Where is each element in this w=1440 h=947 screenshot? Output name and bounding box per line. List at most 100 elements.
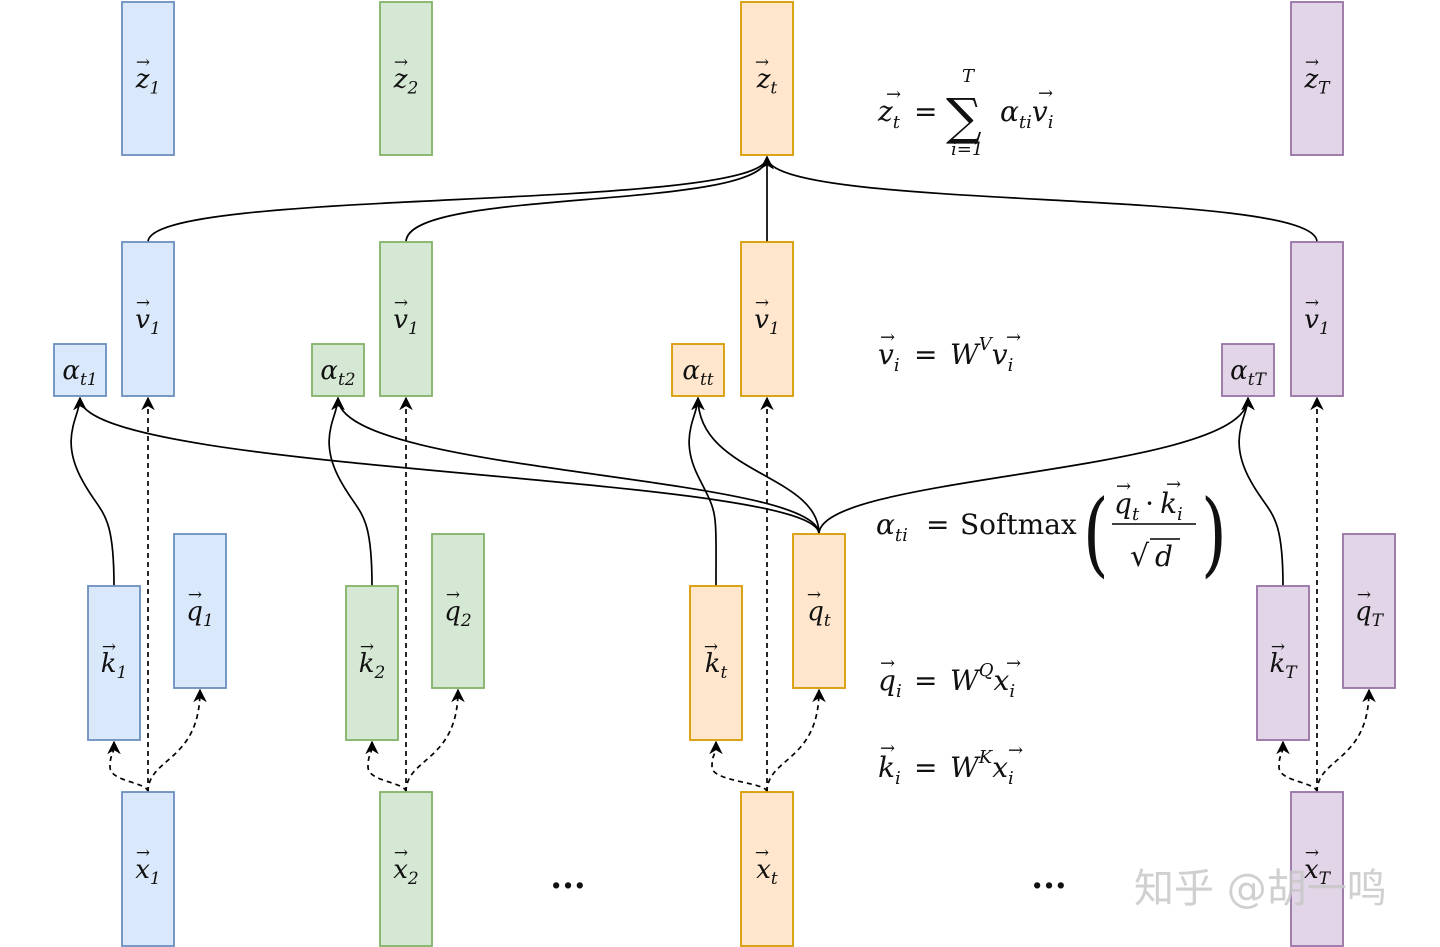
c2-z-box: z2→ <box>379 1 433 156</box>
formula-z: zt → = ∑ T i=1 αtivi → <box>877 66 1054 160</box>
c1-alpha-box-label: αt1 <box>62 356 97 390</box>
ct-q-box-label: qt <box>807 597 831 631</box>
ct-alpha-box-label: αtt <box>682 356 713 390</box>
cT-z-box: zT→ <box>1290 1 1344 156</box>
svg-text:→: → <box>1305 53 1319 73</box>
cT-q-box: qT→ <box>1342 533 1396 689</box>
c1-qt-to-alpha-edge <box>73 396 820 535</box>
svg-text:αtivi: αtivi <box>1000 95 1054 133</box>
cT-v-box-label: v1 <box>1304 305 1330 339</box>
ct-z-box: zt→ <box>740 1 794 156</box>
svg-text:→: → <box>102 637 116 657</box>
svg-text:): ) <box>1201 480 1227 587</box>
c2-x-to-q-edge <box>405 688 465 793</box>
c1-v-box: v1→ <box>121 241 175 397</box>
svg-text:→: → <box>880 653 895 674</box>
svg-text:d: d <box>1155 540 1173 573</box>
ct-qt-to-alpha-edge <box>691 396 820 535</box>
svg-text:=: = <box>914 751 937 784</box>
c2-k-box-label: k2 <box>359 649 386 683</box>
svg-text:→: → <box>1008 740 1023 761</box>
svg-text:→: → <box>1006 327 1021 348</box>
c2-q-box-label: q2 <box>444 597 471 631</box>
svg-text:=: = <box>914 664 937 697</box>
ct-z-box-label: zt <box>756 65 778 99</box>
ct-x-to-k-edge <box>709 740 768 793</box>
c2-alpha-box-label: αt2 <box>320 356 355 390</box>
svg-text:→: → <box>394 293 408 313</box>
formula-k: ki → = WKxi → <box>878 738 1023 789</box>
formula-alpha: αti = Softmax ( qt·ki → → √ d ) <box>876 474 1227 587</box>
svg-text:→: → <box>136 53 150 73</box>
ct-v-box-label: v1 <box>754 305 780 339</box>
c1-alpha-box: αt1 <box>53 343 107 397</box>
c1-x-to-q-edge <box>147 688 207 793</box>
svg-text:=: = <box>914 338 937 371</box>
ct-x-box-label: xt <box>756 855 778 889</box>
svg-text:→: → <box>394 843 408 863</box>
svg-text:→: → <box>1357 585 1371 605</box>
cT-v-to-zt-edge <box>760 155 1318 243</box>
cT-z-box-label: zT <box>1303 65 1331 99</box>
svg-text:zt: zt <box>877 95 901 133</box>
svg-text:→: → <box>360 637 374 657</box>
svg-text:→: → <box>188 585 202 605</box>
c1-k-to-alpha-edge <box>70 396 115 587</box>
svg-text:→: → <box>807 585 821 605</box>
svg-text:∑: ∑ <box>946 88 982 146</box>
ct-k-to-alpha-edge <box>688 396 717 587</box>
svg-text:qi: qi <box>878 664 902 702</box>
ellipsis-right: ... <box>1031 857 1067 897</box>
c2-z-box-label: z2 <box>393 65 419 99</box>
c1-k-box-label: k1 <box>101 649 128 683</box>
svg-text:WVvi: WVvi <box>950 334 1013 376</box>
svg-text:√: √ <box>1130 539 1150 574</box>
ct-x-box: xt→ <box>740 791 794 947</box>
svg-text:vi: vi <box>878 338 900 376</box>
cT-alpha-box-label: αtT <box>1230 356 1267 390</box>
cT-x-box: xT→ <box>1290 791 1344 947</box>
svg-text:=: = <box>926 508 949 541</box>
c1-q-box: q1→ <box>173 533 227 689</box>
svg-text:→: → <box>880 327 895 348</box>
svg-text:→: → <box>1116 476 1131 497</box>
c1-z-box-label: z1 <box>135 65 161 99</box>
c2-q-box: q2→ <box>431 533 485 689</box>
svg-text:qt·ki: qt·ki <box>1114 487 1183 525</box>
cT-x-box-label: xT <box>1304 855 1332 889</box>
svg-text:ki: ki <box>878 751 901 789</box>
formula-v: vi → = WVvi → <box>878 327 1021 376</box>
ct-x-to-q-edge <box>766 688 826 793</box>
svg-text:Softmax: Softmax <box>960 508 1077 541</box>
svg-text:WQxi: WQxi <box>950 660 1015 702</box>
ct-q-box: qt→ <box>792 533 846 689</box>
cT-k-to-alpha-edge <box>1238 396 1284 587</box>
ct-k-box-label: kt <box>705 649 728 683</box>
ct-alpha-box: αtt <box>671 343 725 397</box>
svg-text:→: → <box>886 84 901 105</box>
c1-x-box-label: x1 <box>135 855 161 889</box>
connector-layer <box>70 155 1376 793</box>
c1-v-to-zt-edge <box>147 155 774 243</box>
cT-v-box: v1→ <box>1290 241 1344 397</box>
svg-text:→: → <box>1038 83 1053 104</box>
cT-k-box: kT→ <box>1256 585 1310 741</box>
svg-text:T: T <box>962 66 976 87</box>
ellipsis-left: ... <box>550 857 586 897</box>
cT-q-box-label: qT <box>1355 597 1385 631</box>
cT-alpha-box: αtT <box>1221 343 1275 397</box>
svg-text:WKxi: WKxi <box>950 747 1014 789</box>
svg-text:→: → <box>755 293 769 313</box>
cT-x-to-k-edge <box>1276 740 1318 793</box>
svg-text:→: → <box>136 843 150 863</box>
c1-q-box-label: q1 <box>186 597 213 631</box>
svg-text:→: → <box>1006 653 1021 674</box>
cT-qt-to-alpha-edge <box>818 396 1255 535</box>
cT-k-box-label: kT <box>1269 649 1298 683</box>
svg-text:→: → <box>755 843 769 863</box>
c2-v-box-label: v1 <box>393 305 419 339</box>
svg-text:→: → <box>755 53 769 73</box>
c1-z-box: z1→ <box>121 1 175 156</box>
c2-v-to-zt-edge <box>405 155 774 243</box>
